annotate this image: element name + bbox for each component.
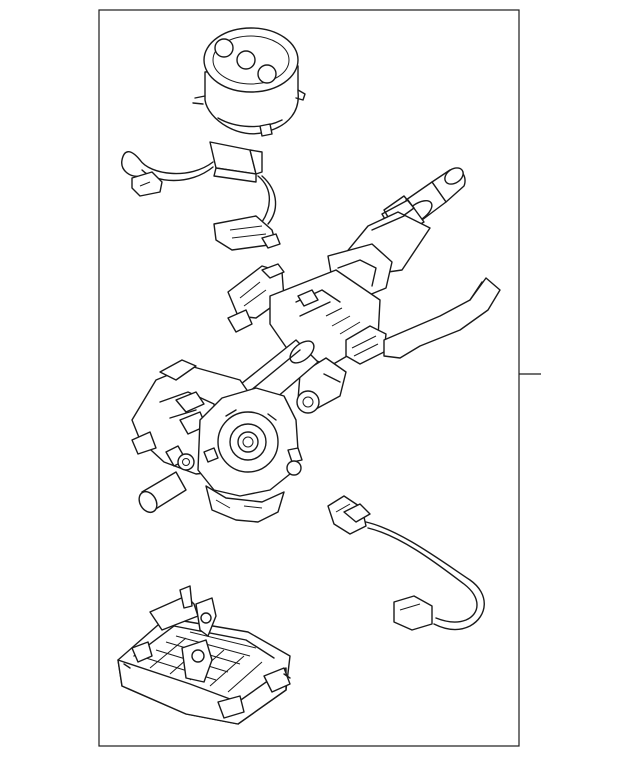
lower-wiring-harness-part[interactable] [327, 495, 485, 631]
diagram-frame [98, 9, 520, 747]
steering-column-assembly-part[interactable] [131, 165, 501, 523]
upper-wiring-harness-part[interactable] [121, 141, 281, 251]
control-module-part[interactable] [117, 585, 291, 725]
clock-spring-part[interactable] [192, 27, 306, 137]
